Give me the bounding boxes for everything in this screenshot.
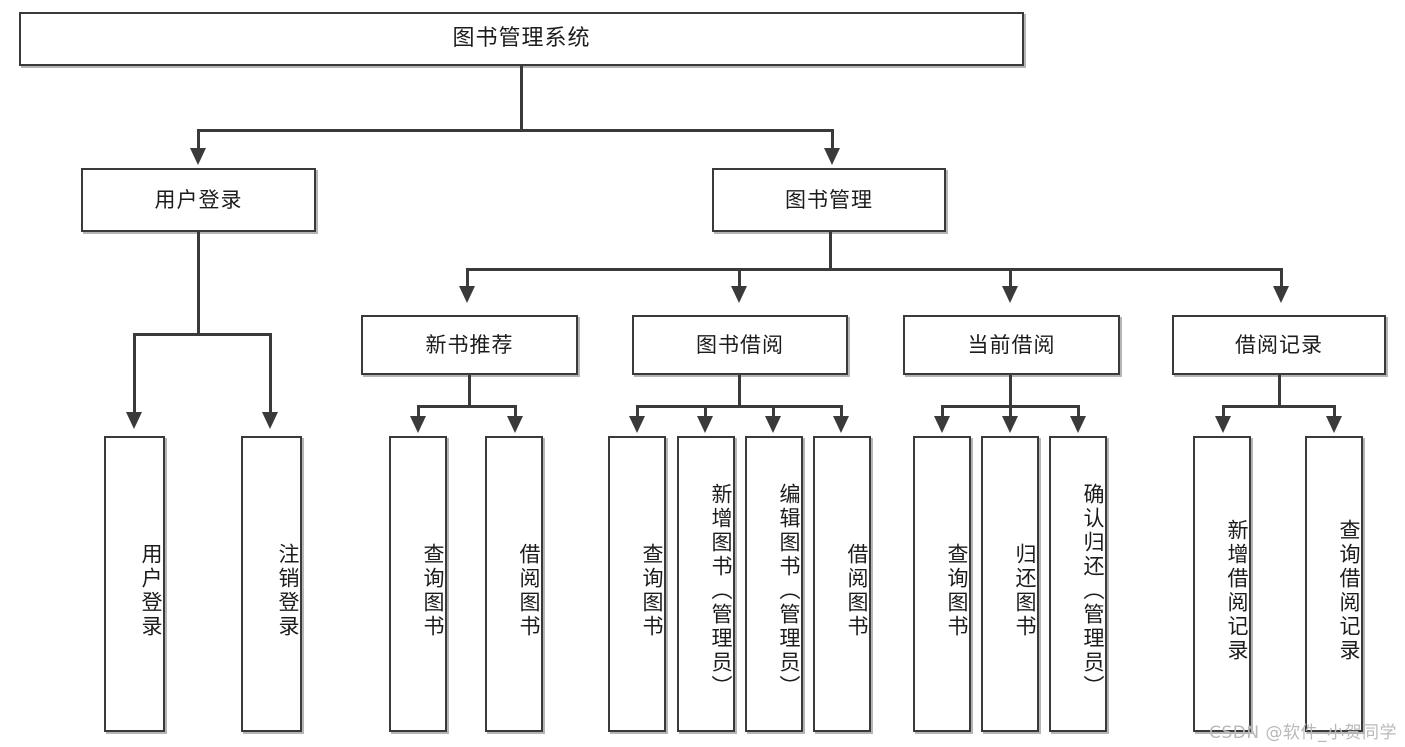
arrowhead-user-login-leaf1 xyxy=(126,412,142,429)
node-new-book-recommend-label: 新书推荐 xyxy=(425,332,514,357)
connector-bb-leaf4 xyxy=(840,405,843,418)
connector-br-bar xyxy=(1222,405,1336,408)
arrowhead-bb-leaf1 xyxy=(629,416,645,433)
connector-book-manage-bar xyxy=(466,268,1280,271)
arrowhead-cb-leaf1 xyxy=(934,416,950,433)
leaf-current-return-book-label: 归还图书 xyxy=(1013,543,1037,639)
node-current-borrow[interactable]: 当前借阅 xyxy=(903,315,1120,375)
leaf-record-query-label: 查询借阅记录 xyxy=(1337,519,1361,663)
node-current-borrow-label: 当前借阅 xyxy=(967,332,1056,357)
connector-nbr-leaf2 xyxy=(514,405,517,418)
arrowhead-cb-leaf3 xyxy=(1070,416,1086,433)
leaf-borrow-add-book[interactable]: 新增图书（管理员） xyxy=(677,436,735,732)
leaf-current-query-book-label: 查询图书 xyxy=(945,543,969,639)
connector-bm-to-current-borrow xyxy=(1009,268,1012,288)
connector-bm-to-borrow-record xyxy=(1280,268,1283,288)
arrowhead-user-login-leaf2 xyxy=(262,412,278,429)
node-user-login[interactable]: 用户登录 xyxy=(81,168,316,232)
leaf-borrow-borrow-book[interactable]: 借阅图书 xyxy=(813,436,871,732)
arrowhead-bm-book-borrow xyxy=(731,286,747,303)
node-user-login-label: 用户登录 xyxy=(154,187,243,212)
arrowhead-bb-leaf4 xyxy=(833,416,849,433)
connector-user-login-stem xyxy=(197,232,200,335)
leaf-recommend-query-book-label: 查询图书 xyxy=(421,543,445,639)
arrowhead-bm-current-borrow xyxy=(1002,286,1018,303)
leaf-recommend-borrow-book[interactable]: 借阅图书 xyxy=(485,436,543,732)
connector-br-stem xyxy=(1278,375,1281,408)
leaf-borrow-add-book-label: 新增图书（管理员） xyxy=(709,483,733,699)
connector-user-login-bar xyxy=(133,333,272,336)
node-book-management[interactable]: 图书管理 xyxy=(712,168,946,232)
arrowhead-bb-leaf3 xyxy=(765,416,781,433)
leaf-current-return-book[interactable]: 归还图书 xyxy=(981,436,1039,732)
connector-bm-to-book-borrow xyxy=(738,268,741,288)
node-book-borrow[interactable]: 图书借阅 xyxy=(632,315,848,375)
arrowhead-nbr-leaf1 xyxy=(410,416,426,433)
leaf-user-login-label: 用户登录 xyxy=(139,543,163,639)
connector-nbr-bar xyxy=(417,405,517,408)
leaf-record-add-label: 新增借阅记录 xyxy=(1225,519,1249,663)
leaf-user-login[interactable]: 用户登录 xyxy=(104,436,165,732)
leaf-logout-label: 注销登录 xyxy=(276,543,300,639)
node-root-book-management-system[interactable]: 图书管理系统 xyxy=(19,12,1024,66)
leaf-current-query-book[interactable]: 查询图书 xyxy=(913,436,971,732)
leaf-borrow-query-book-label: 查询图书 xyxy=(640,543,664,639)
arrowhead-br-leaf1 xyxy=(1215,416,1231,433)
connector-bb-leaf3 xyxy=(772,405,775,418)
connector-cb-stem xyxy=(1009,375,1012,408)
arrowhead-bm-borrow-record xyxy=(1273,286,1289,303)
arrowhead-cb-leaf2 xyxy=(1002,416,1018,433)
connector-user-login-to-leaf2 xyxy=(269,333,272,415)
node-book-management-label: 图书管理 xyxy=(785,187,873,212)
leaf-borrow-query-book[interactable]: 查询图书 xyxy=(608,436,666,732)
leaf-record-query[interactable]: 查询借阅记录 xyxy=(1305,436,1363,732)
node-book-borrow-label: 图书借阅 xyxy=(696,332,784,357)
arrowhead-bm-new-book xyxy=(459,286,475,303)
connector-bb-bar xyxy=(636,405,842,408)
arrowhead-root-to-user-login xyxy=(190,148,206,165)
connector-cb-leaf1 xyxy=(941,405,944,418)
node-borrow-record-label: 借阅记录 xyxy=(1235,332,1323,357)
connector-cb-leaf3 xyxy=(1077,405,1080,418)
connector-root-to-book-manage xyxy=(831,129,834,151)
leaf-recommend-borrow-book-label: 借阅图书 xyxy=(517,543,541,639)
leaf-borrow-edit-book-label: 编辑图书（管理员） xyxy=(777,483,801,699)
connector-bb-leaf1 xyxy=(636,405,639,418)
node-root-label: 图书管理系统 xyxy=(452,26,591,52)
connector-bm-to-new-book xyxy=(466,268,469,288)
connector-root-bar xyxy=(197,129,834,132)
leaf-borrow-borrow-book-label: 借阅图书 xyxy=(845,543,869,639)
connector-nbr-leaf1 xyxy=(417,405,420,418)
connector-nbr-stem xyxy=(468,375,471,408)
node-new-book-recommend[interactable]: 新书推荐 xyxy=(361,315,578,375)
leaf-logout[interactable]: 注销登录 xyxy=(241,436,302,732)
connector-bb-leaf2 xyxy=(704,405,707,418)
arrowhead-bb-leaf2 xyxy=(697,416,713,433)
leaf-record-add[interactable]: 新增借阅记录 xyxy=(1193,436,1251,732)
leaf-borrow-edit-book[interactable]: 编辑图书（管理员） xyxy=(745,436,803,732)
connector-br-leaf1 xyxy=(1222,405,1225,418)
connector-br-leaf2 xyxy=(1333,405,1336,418)
leaf-current-confirm-return-label: 确认归还（管理员） xyxy=(1081,483,1105,699)
connector-bb-stem xyxy=(738,375,741,408)
arrowhead-br-leaf2 xyxy=(1326,416,1342,433)
connector-root-stem xyxy=(520,66,523,130)
connector-user-login-to-leaf1 xyxy=(133,333,136,415)
connector-cb-leaf2 xyxy=(1009,405,1012,418)
node-borrow-record[interactable]: 借阅记录 xyxy=(1172,315,1386,375)
leaf-current-confirm-return[interactable]: 确认归还（管理员） xyxy=(1049,436,1107,732)
leaf-recommend-query-book[interactable]: 查询图书 xyxy=(389,436,447,732)
connector-book-manage-stem xyxy=(829,232,832,270)
arrowhead-root-to-book-manage xyxy=(824,148,840,165)
arrowhead-nbr-leaf2 xyxy=(507,416,523,433)
connector-root-to-user-login xyxy=(197,129,200,151)
